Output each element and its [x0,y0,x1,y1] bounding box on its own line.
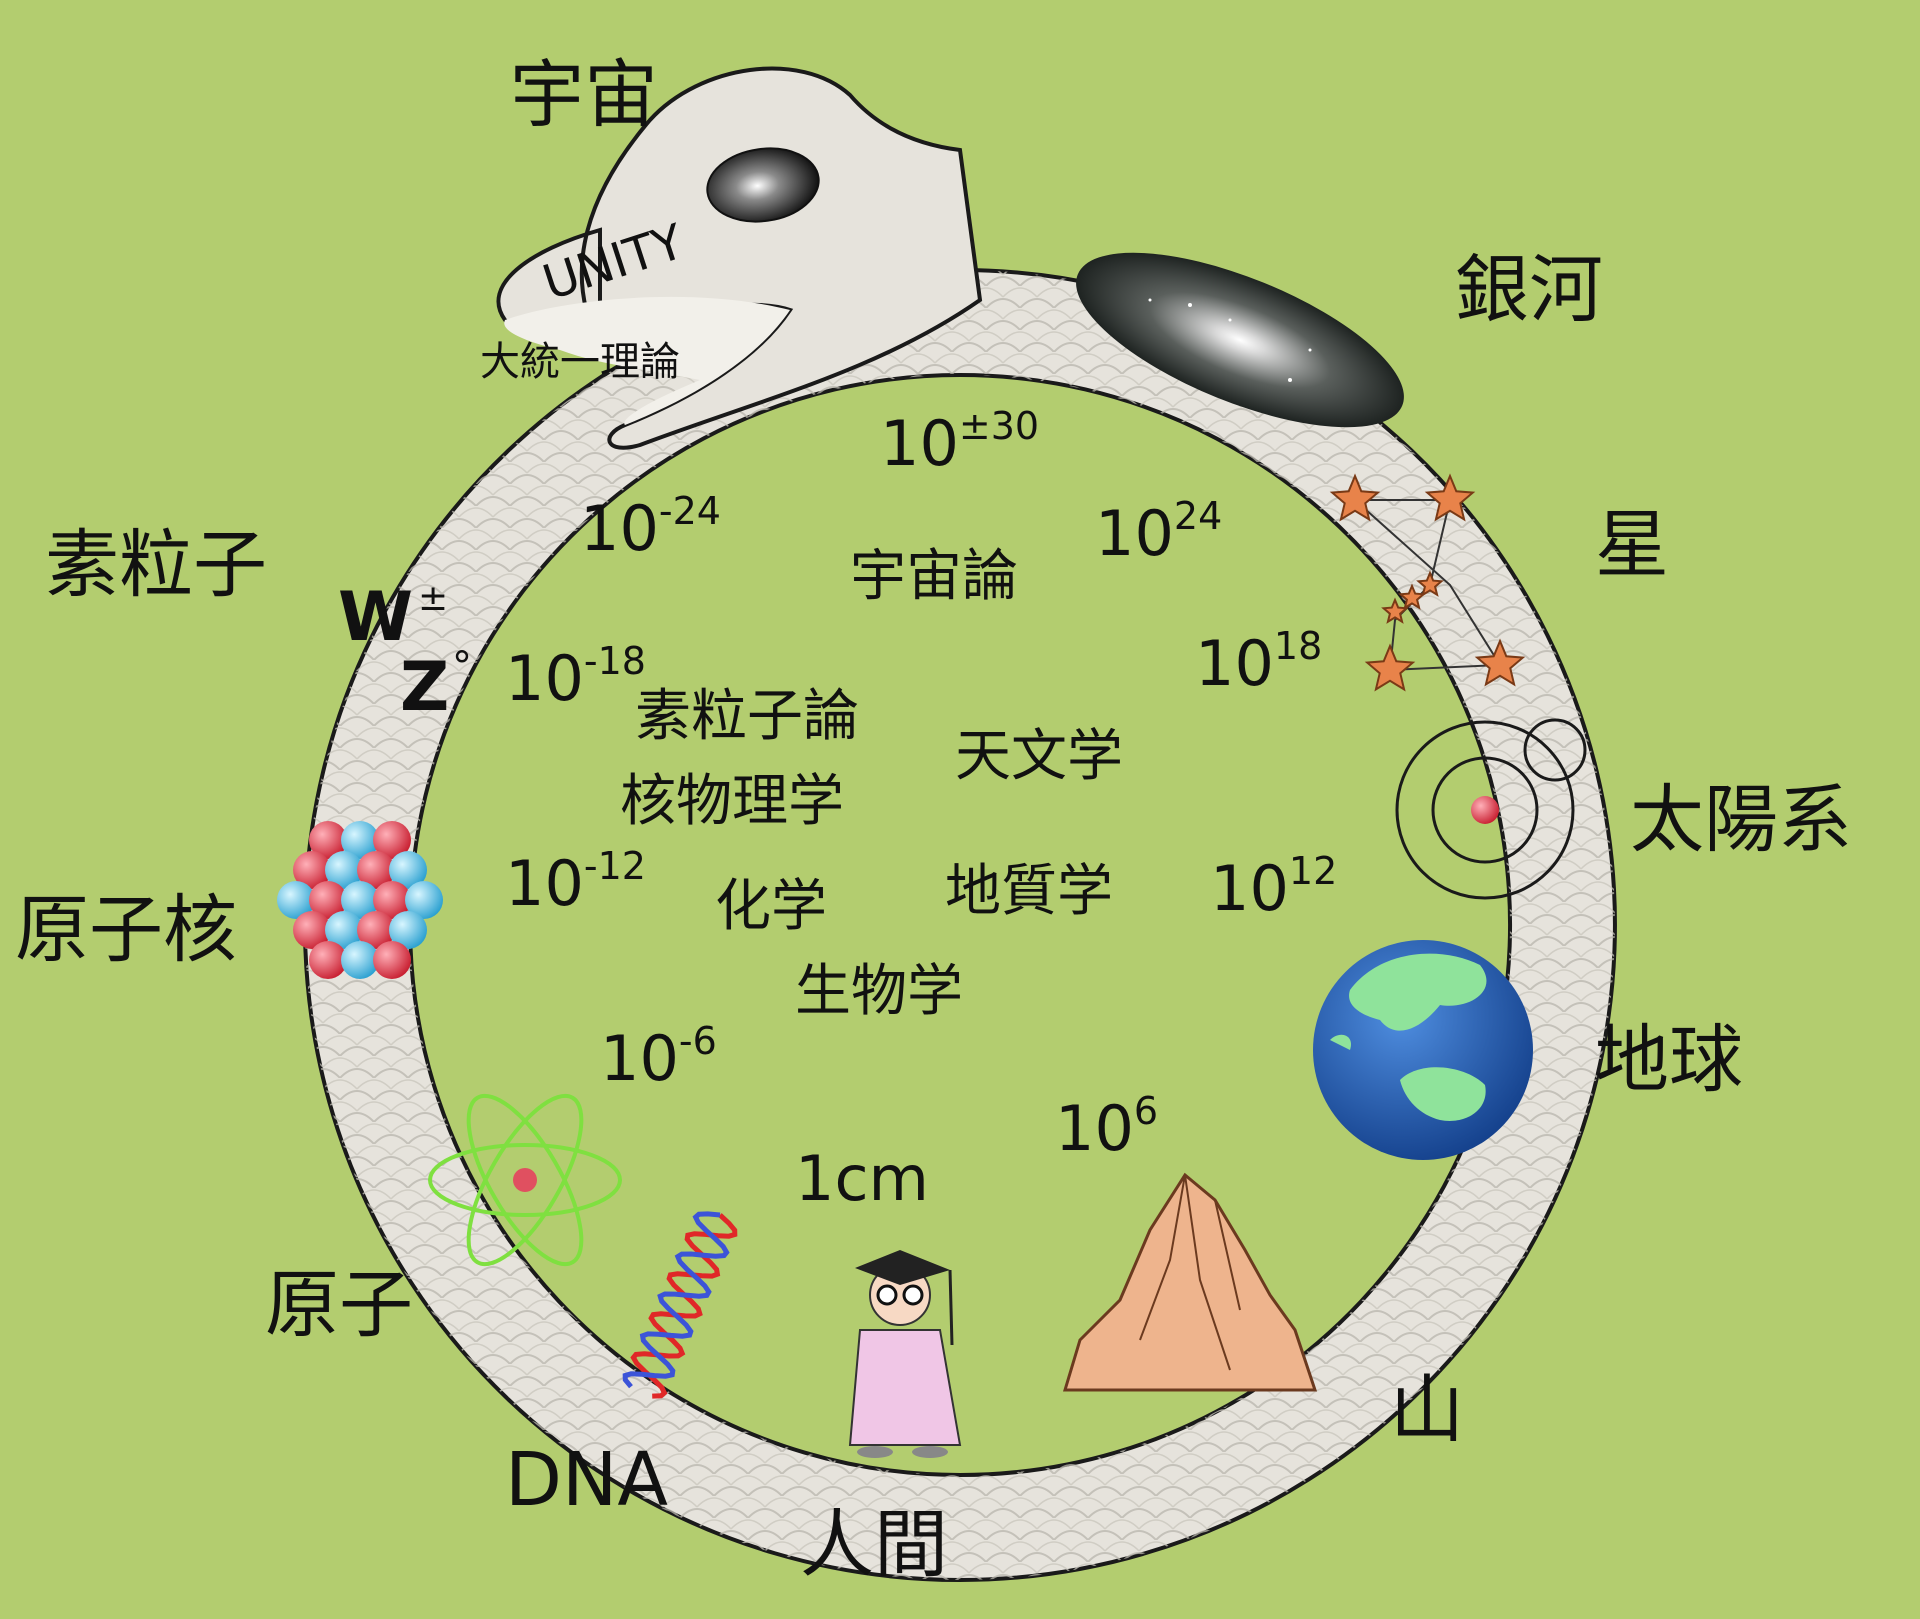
label-particle: 素粒子 [45,522,267,608]
nucleon [309,821,347,859]
star-icon [1474,638,1526,687]
nucleon [341,881,379,919]
field-particle-physics: 素粒子論 [635,684,859,749]
field-cosmology: 宇宙論 [850,544,1018,609]
nucleon [341,941,379,979]
field-geology: 地質学 [945,859,1113,924]
field-nuclear-physics: 核物理学 [620,769,844,834]
scale-label: 10-12 [505,844,646,920]
star-icon [1364,643,1416,692]
field-chemistry: 化学 [715,874,827,939]
label-nucleus: 原子核 [15,887,237,973]
scale-label: 10±30 [880,404,1039,480]
nucleon [293,851,331,889]
nucleon [357,851,395,889]
label-galaxy: 銀河 [1455,247,1603,333]
earth-icon [1313,940,1533,1160]
nucleon [325,911,363,949]
label-earth: 地球 [1595,1017,1743,1103]
label-dna: DNA [505,1437,668,1523]
z-boson-charge: ° [452,644,472,690]
scale-label: 10-24 [580,489,721,565]
scale-label: 1024 [1095,494,1222,570]
star-icon [1398,583,1426,610]
nucleon [389,911,427,949]
label-star: 星 [1595,502,1669,588]
scale-label: 10-6 [600,1019,717,1095]
nucleon [341,821,379,859]
nucleon [309,941,347,979]
star-icon [1381,597,1409,624]
nucleon [389,851,427,889]
constellation-icon [1354,499,1502,672]
star-icon [1329,473,1381,522]
atom-icon [428,1093,622,1267]
label-human: 人間 [800,1502,948,1588]
nucleon [373,821,411,859]
nucleon [405,881,443,919]
nucleon [325,851,363,889]
black-hole-icon [706,147,820,223]
label-cosmos: 宇宙 [510,52,658,138]
star-icon [1416,570,1444,597]
z-boson: Z [400,648,449,727]
label-atom: 原子 [265,1262,413,1348]
w-boson-charge: ± [418,578,448,619]
scale-label: 10-18 [505,639,646,715]
nucleon [373,941,411,979]
scale-1cm: 1cm [795,1142,929,1215]
star-icon [1424,473,1476,522]
nucleon [277,881,315,919]
nucleon [373,881,411,919]
scientist-icon [848,1250,962,1458]
scale-label: 1012 [1210,849,1337,925]
gut-label: 大統一理論 [480,339,680,385]
dna-icon [622,1211,738,1399]
field-astronomy: 天文学 [955,724,1123,789]
label-mountain: 山 [1390,1367,1464,1453]
solar-system-icon [1395,718,1587,900]
label-solar-system: 太陽系 [1630,777,1852,863]
snake-head [496,66,983,450]
nucleus-icon [277,821,443,979]
scale-label: 1018 [1195,624,1322,700]
scale-label: 106 [1055,1089,1158,1165]
scale-labels: 10±30 10-24 1024 10-18 1018 10-12 1012 10-6 106 [505,404,1337,1165]
nucleon [293,911,331,949]
nucleon [309,881,347,919]
nucleon [357,911,395,949]
field-biology: 生物学 [795,959,963,1024]
galaxy-icon [1076,252,1404,428]
snake-body [302,268,1617,1582]
mountain-icon [1062,1172,1318,1392]
w-boson: W [338,578,413,657]
